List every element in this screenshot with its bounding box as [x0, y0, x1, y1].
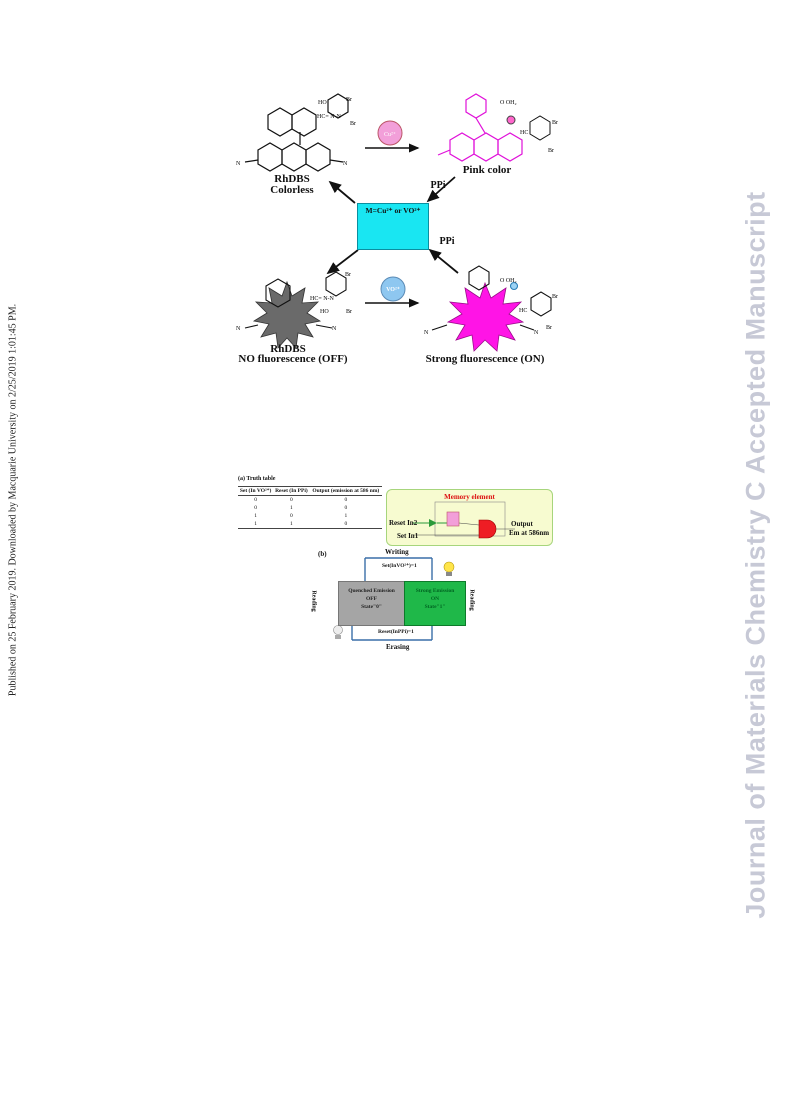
svg-text:HO: HO	[318, 100, 327, 106]
table-row: 1 0 1	[238, 512, 382, 520]
output-label: Output	[511, 520, 533, 528]
svg-text:O OH₂: O OH₂	[500, 278, 517, 284]
reset-input-text: Reset(InPPi)=1	[378, 629, 414, 635]
cu-ion-circle	[377, 120, 403, 146]
arrow-to-top-left	[328, 180, 356, 204]
bottom-left-name: RhDBS	[270, 343, 306, 355]
ppi-label-top: PPi	[430, 180, 446, 191]
copper-complex-fragment	[506, 115, 551, 141]
svg-text:Br: Br	[350, 121, 356, 127]
table-cell: 0	[344, 497, 348, 503]
truth-header-set: Set (In VO²⁺)	[238, 486, 274, 496]
off-line-1: Quenched Emission	[348, 588, 395, 594]
top-left-name: RhDBS	[274, 173, 310, 185]
on-star-shape	[446, 281, 525, 352]
memory-element-title: Memory element	[444, 493, 495, 501]
table-cell: 1	[290, 505, 293, 511]
svg-text:Br: Br	[346, 97, 352, 103]
top-right-state: Pink color	[462, 164, 512, 176]
svg-text:N: N	[236, 326, 241, 332]
top-left-state: Colorless	[270, 184, 314, 196]
svg-text:O OH₂: O OH₂	[500, 100, 517, 106]
table-cell: 0	[309, 520, 382, 529]
truth-table: Set (In VO²⁺) Reset (In PPi) Output (emi…	[238, 486, 382, 529]
svg-text:HC= N-N: HC= N-N	[317, 114, 342, 120]
rhdbs-molecule-off	[244, 271, 347, 329]
svg-text:Br: Br	[346, 309, 352, 315]
svg-text:N: N	[332, 326, 337, 332]
svg-text:Br: Br	[546, 325, 552, 331]
metal-complex-box: M=Cu²⁺ or VO²⁺	[357, 203, 429, 250]
svg-text:Cu²⁺: Cu²⁺	[384, 131, 396, 138]
state-off-box: Quenched Emission OFF State"0"	[338, 581, 405, 626]
rhdbs-molecule-top	[244, 93, 349, 172]
off-line-2: OFF	[366, 596, 377, 602]
table-cell: 0	[254, 505, 257, 511]
table-cell: 0	[290, 497, 293, 503]
set-input-text: Set(InVO²⁺)=1	[382, 563, 417, 569]
panel-b-label: (b)	[318, 550, 327, 558]
svg-text:N: N	[343, 161, 348, 167]
table-cell: 0	[290, 513, 293, 519]
svg-text:Br: Br	[548, 148, 554, 154]
truth-table-title: (a) Truth table	[238, 476, 276, 482]
svg-text:HC: HC	[520, 130, 528, 136]
writing-label: Writing	[385, 548, 409, 556]
rhdbs-molecule-pink	[437, 93, 523, 162]
arrow-to-bottom-left	[326, 249, 359, 275]
erasing-label: Erasing	[386, 643, 410, 651]
svg-text:HC= N-N: HC= N-N	[310, 296, 335, 302]
reading-left-label: Reading	[310, 590, 317, 612]
vo-ion-label: VO²⁺	[386, 287, 400, 293]
table-row: 0 1 0	[238, 504, 382, 512]
memory-element-panel: Memory element Reset In2 Set In1 Output …	[386, 489, 553, 546]
vo-ion-circle	[380, 276, 406, 302]
svg-text:Br: Br	[345, 272, 351, 278]
table-cell: 1	[238, 520, 274, 529]
table-cell: 1	[254, 513, 257, 519]
truth-table-panel: (a) Truth table Set (In VO²⁺) Reset (In …	[238, 476, 382, 529]
table-cell: 1	[273, 520, 310, 529]
truth-header-reset: Reset (In PPi)	[273, 486, 310, 496]
svg-text:HC: HC	[519, 308, 527, 314]
off-star-shape	[252, 280, 322, 349]
state-on-box: Strong Emission ON State"1"	[404, 581, 466, 626]
svg-text:Br: Br	[552, 294, 558, 300]
reading-right-label: Reading	[468, 589, 475, 611]
em-label: Em at 586nm	[509, 529, 550, 537]
arrow-from-bottom-right	[428, 248, 459, 274]
on-line-2: ON	[430, 596, 440, 602]
inhibit-gate-shape	[446, 511, 460, 527]
arrow-from-top-right	[426, 176, 456, 203]
table-row: 0 0 0	[238, 496, 382, 505]
truth-header-output: Output (emission at 586 nm)	[309, 486, 382, 496]
table-cell: 0	[344, 505, 348, 511]
off-line-3: State"0"	[361, 604, 382, 610]
ppi-label-bottom: PPi	[439, 236, 455, 247]
on-line-3: State"1"	[424, 604, 446, 610]
vo-complex-molecule	[431, 265, 552, 331]
svg-text:N: N	[534, 330, 539, 336]
set-input-label: Set In1	[397, 532, 419, 540]
table-cell: 1	[344, 513, 348, 519]
metal-complex-label: M=Cu²⁺ or VO²⁺	[365, 206, 421, 215]
bottom-right-state: Strong fluorescence (ON)	[425, 353, 545, 365]
svg-text:Br: Br	[552, 120, 558, 126]
and-gate-shape	[478, 519, 497, 539]
svg-text:HO: HO	[320, 309, 329, 315]
on-line-1: Strong Emission	[415, 588, 455, 594]
table-cell: 0	[254, 497, 257, 503]
reset-input-label: Reset In2	[389, 519, 418, 527]
table-row: 1 1 0	[238, 520, 382, 529]
logic-circuit	[413, 501, 515, 539]
bottom-left-state: NO fluorescence (OFF)	[238, 353, 348, 365]
svg-text:N: N	[236, 161, 241, 167]
svg-text:N: N	[424, 330, 429, 336]
